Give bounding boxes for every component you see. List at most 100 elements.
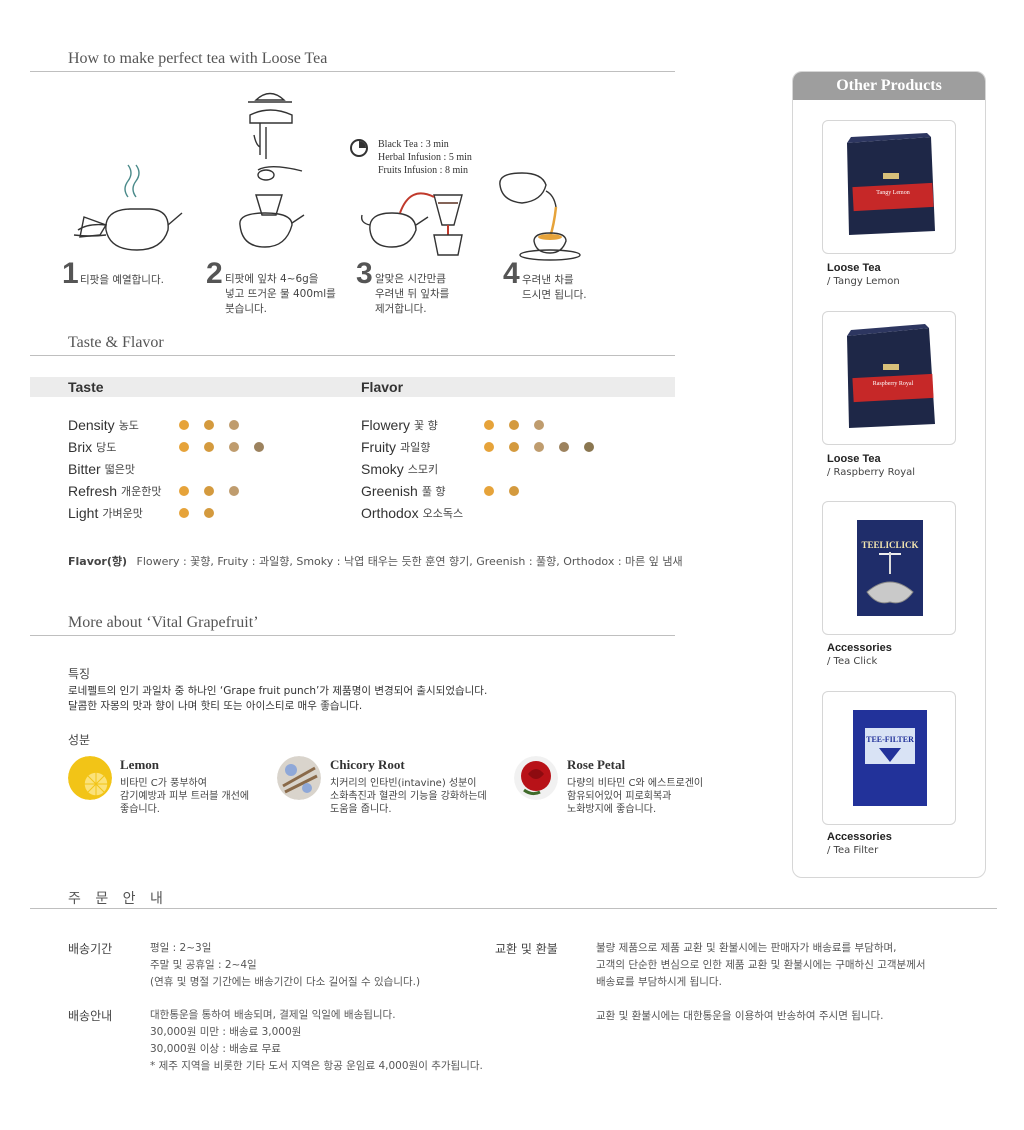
- product-card-tea-filter[interactable]: TEE-FILTER: [822, 691, 956, 825]
- product-category[interactable]: Loose Tea: [827, 262, 881, 274]
- rating-dot: [534, 442, 544, 452]
- rating-dot: [179, 508, 189, 518]
- feature-title: 특징: [68, 667, 91, 681]
- lemon-icon: [68, 756, 112, 800]
- feature-text: 로네펠트의 인기 과일차 중 하나인 ‘Grape fruit punch’가 …: [68, 684, 487, 714]
- rating-dot: [509, 486, 519, 496]
- rating-dot: [534, 420, 544, 430]
- tin-label: Tangy Lemon: [876, 190, 909, 196]
- step-text: 티팟에 잎차 4~6g을 넣고 뜨거운 물 400ml를 붓습니다.: [225, 273, 336, 315]
- product-category[interactable]: Accessories: [827, 831, 892, 843]
- step-number: 1: [62, 257, 79, 290]
- attribute-label: Orthodox: [361, 505, 419, 521]
- other-products-panel: Other Products Tangy Lemon Loose Tea / T…: [792, 71, 986, 878]
- pouring-cup-icon: [499, 172, 581, 261]
- attribute-label: Bitter: [68, 461, 101, 477]
- package-label: TEE-FILTER: [866, 735, 914, 744]
- rating-dot: [509, 442, 519, 452]
- timer-icon: [350, 139, 368, 157]
- product-category[interactable]: Loose Tea: [827, 453, 881, 465]
- attribute-sublabel: 개운한맛: [121, 485, 162, 498]
- flavor-note-text: Flowery : 꽃향, Fruity : 과일향, Smoky : 낙엽 태…: [136, 555, 683, 568]
- attribute-sublabel: 당도: [96, 441, 117, 454]
- product-name[interactable]: / Raspberry Royal: [827, 467, 916, 478]
- ingredient-line: 도움을 줍니다.: [330, 804, 392, 815]
- ingredient-line: 치커리의 인타빈(intavine) 성분이: [330, 778, 477, 789]
- exchange-text: 불량 제품으로 제품 교환 및 환불시에는 판매자가 배송료를 부담하며, 고객…: [596, 940, 926, 991]
- rating-dot: [584, 442, 594, 452]
- ingredient-line: 좋습니다.: [120, 804, 160, 815]
- product-card-tangy-lemon[interactable]: Tangy Lemon: [822, 120, 956, 254]
- rating-dot: [509, 420, 519, 430]
- rating-dots: [179, 442, 279, 452]
- step-text: 티팟을 예열합니다.: [80, 274, 164, 286]
- tea-click-icon: TEELICLICK: [857, 520, 923, 616]
- rating-dot: [179, 420, 189, 430]
- attribute-label: Brix: [68, 439, 93, 455]
- infuser-icon: [360, 192, 463, 256]
- other-products-title: Other Products: [793, 72, 985, 100]
- product-card-raspberry-royal[interactable]: Raspberry Royal: [822, 311, 956, 445]
- divider: [30, 635, 675, 636]
- attribute-sublabel: 농도: [118, 419, 139, 432]
- rating-dots: [179, 486, 254, 496]
- ingredient-desc: 다량의 비타민 C와 에스트로겐이 함유되어있어 피로회복과 노화방지에 좋습니…: [567, 777, 757, 816]
- attribute-sublabel: 스모키: [407, 463, 439, 476]
- ingredient-line: 소화촉진과 혈관의 기능을 강화하는데: [330, 791, 487, 802]
- product-card-tea-click[interactable]: TEELICLICK: [822, 501, 956, 635]
- timer-line: Herbal Infusion : 5 min: [378, 152, 472, 163]
- step-number: 2: [206, 257, 223, 290]
- attribute-sublabel: 과일향: [400, 441, 431, 454]
- ingredient-name: Rose Petal: [567, 757, 626, 772]
- feature-line: 로네펠트의 인기 과일차 중 하나인 ‘Grape fruit punch’가 …: [68, 685, 488, 697]
- order-line: 주말 및 공휴일 : 2~4일: [150, 959, 257, 971]
- flavor-note-label: Flavor(향): [68, 555, 128, 568]
- ingredient-desc: 치커리의 인타빈(intavine) 성분이 소화촉진과 혈관의 기능을 강화하…: [330, 777, 520, 816]
- tin-label: Raspberry Royal: [873, 381, 914, 387]
- taste-flavor-title: Taste & Flavor: [68, 334, 164, 351]
- rating-dots: [484, 442, 609, 452]
- attribute-label: Greenish: [361, 483, 418, 499]
- ingredient-line: 비타민 C가 풍부하여: [120, 778, 207, 789]
- product-category[interactable]: Accessories: [827, 642, 892, 654]
- step-number: 4: [503, 257, 520, 290]
- ingredient-name: Lemon: [120, 757, 159, 772]
- rating-dot: [484, 420, 494, 430]
- attribute-label: Smoky: [361, 461, 404, 477]
- timer-line: Black Tea : 3 min: [378, 139, 449, 150]
- exchange-note: 교환 및 환불시에는 대한통운을 이용하여 반송하여 주시면 됩니다.: [596, 1010, 884, 1022]
- shipping-info-text: 대한통운을 통하여 배송되며, 결제일 익일에 배송됩니다. 30,000원 미…: [150, 1007, 483, 1075]
- rating-dot: [204, 442, 214, 452]
- step-number: 3: [356, 257, 373, 290]
- product-name[interactable]: / Tea Click: [827, 656, 878, 667]
- timer-line: Fruits Infusion : 8 min: [378, 165, 469, 176]
- chicory-icon: [277, 756, 321, 800]
- ingredient-line: 노화방지에 좋습니다.: [567, 804, 657, 815]
- rating-dots: [484, 486, 534, 496]
- tea-filter-icon: TEE-FILTER: [853, 710, 927, 806]
- product-name[interactable]: / Tea Filter: [827, 845, 879, 856]
- rating-dot: [484, 442, 494, 452]
- package-label: TEELICLICK: [861, 540, 918, 550]
- order-line: 30,000원 이상 : 배송료 무료: [150, 1043, 281, 1055]
- tea-tin-icon: Raspberry Royal: [847, 324, 935, 428]
- divider: [30, 355, 675, 356]
- product-name[interactable]: / Tangy Lemon: [827, 276, 900, 287]
- order-line: 30,000원 미만 : 배송료 3,000원: [150, 1026, 302, 1038]
- taste-table-header: Taste Flavor: [30, 377, 675, 397]
- attribute-sublabel: 떫은맛: [104, 463, 136, 476]
- attribute-label: Density: [68, 417, 115, 433]
- ingredient-line: 감기예방과 피부 트러블 개선에: [120, 791, 250, 802]
- rating-dots: [179, 420, 254, 430]
- attribute-sublabel: 풀 향: [421, 485, 446, 498]
- rating-dots: [179, 508, 229, 518]
- feature-line: 달콤한 자몽의 맛과 향이 나며 핫티 또는 아이스티로 매우 좋습니다.: [68, 700, 363, 712]
- rating-dots: [484, 420, 559, 430]
- step-text: 우려낸 차를 드시면 됩니다.: [522, 274, 587, 301]
